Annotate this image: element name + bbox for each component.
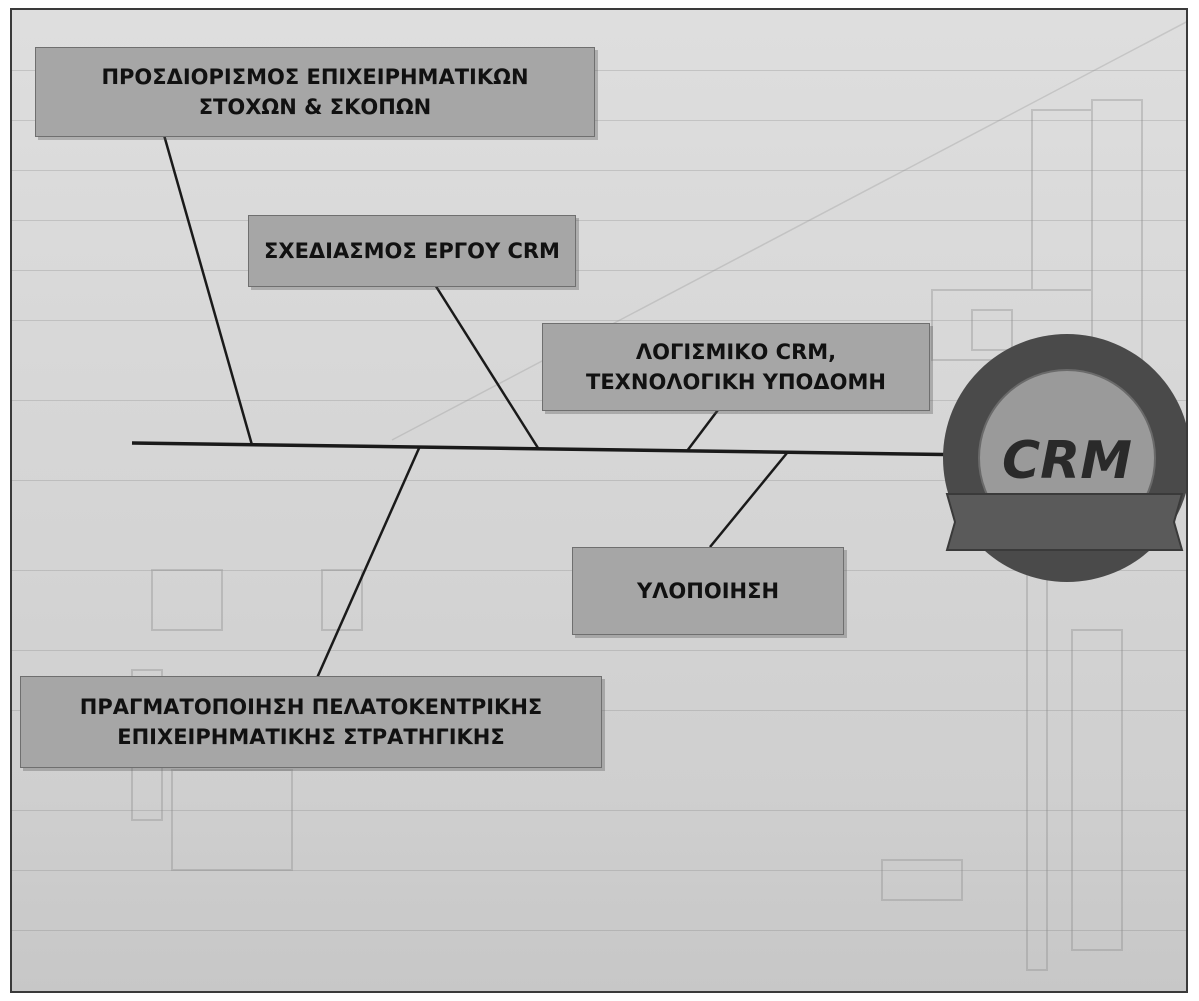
bone-implementation bbox=[709, 452, 788, 548]
background-line bbox=[12, 650, 1186, 651]
bone-goals bbox=[160, 127, 254, 446]
crm-badge: CRM bbox=[943, 334, 1186, 582]
background-line bbox=[12, 930, 1186, 931]
fishbone-diagram: CRM bbox=[131, 21, 1186, 971]
background-line bbox=[12, 810, 1186, 811]
cause-box-strategy: ΠΡΑΓΜΑΤΟΠΟΙΗΣΗ ΠΕΛΑΤΟΚΕΝΤΡΙΚΗΣ ΕΠΙΧΕΙΡΗΜ… bbox=[20, 676, 602, 768]
background-line bbox=[12, 220, 1186, 221]
background-line bbox=[12, 870, 1186, 871]
bone-plan bbox=[430, 279, 540, 449]
cause-box-software: ΛΟΓΙΣΜΙΚΟ CRM, ΤΕΧΝΟΛΟΓΙΚΗ ΥΠΟΔΟΜΗ bbox=[542, 323, 930, 411]
cause-box-project-plan: ΣΧΕΔΙΑΣΜΟΣ ΕΡΓΟΥ CRM bbox=[248, 215, 576, 287]
background-line bbox=[12, 70, 1186, 71]
fishbone-spine bbox=[131, 441, 983, 461]
background-line bbox=[12, 320, 1186, 321]
cause-box-implementation: ΥΛΟΠΟΙΗΣΗ bbox=[572, 547, 844, 635]
background-decoration bbox=[131, 21, 1186, 971]
crm-ribbon bbox=[945, 493, 1184, 551]
diagram-frame: CRM ΠΡΟΣΔΙΟΡΙΣΜΟΣ ΕΠΙΧΕΙΡΗΜΑΤΙΚΩΝ ΣΤΟΧΩΝ… bbox=[10, 8, 1188, 993]
background-line bbox=[12, 270, 1186, 271]
background-line bbox=[12, 480, 1186, 481]
bone-strategy bbox=[315, 445, 422, 679]
background-line bbox=[12, 170, 1186, 171]
cause-box-goals: ΠΡΟΣΔΙΟΡΙΣΜΟΣ ΕΠΙΧΕΙΡΗΜΑΤΙΚΩΝ ΣΤΟΧΩΝ & Σ… bbox=[35, 47, 595, 137]
crm-head-label: CRM bbox=[1002, 431, 1132, 491]
background-line bbox=[12, 120, 1186, 121]
